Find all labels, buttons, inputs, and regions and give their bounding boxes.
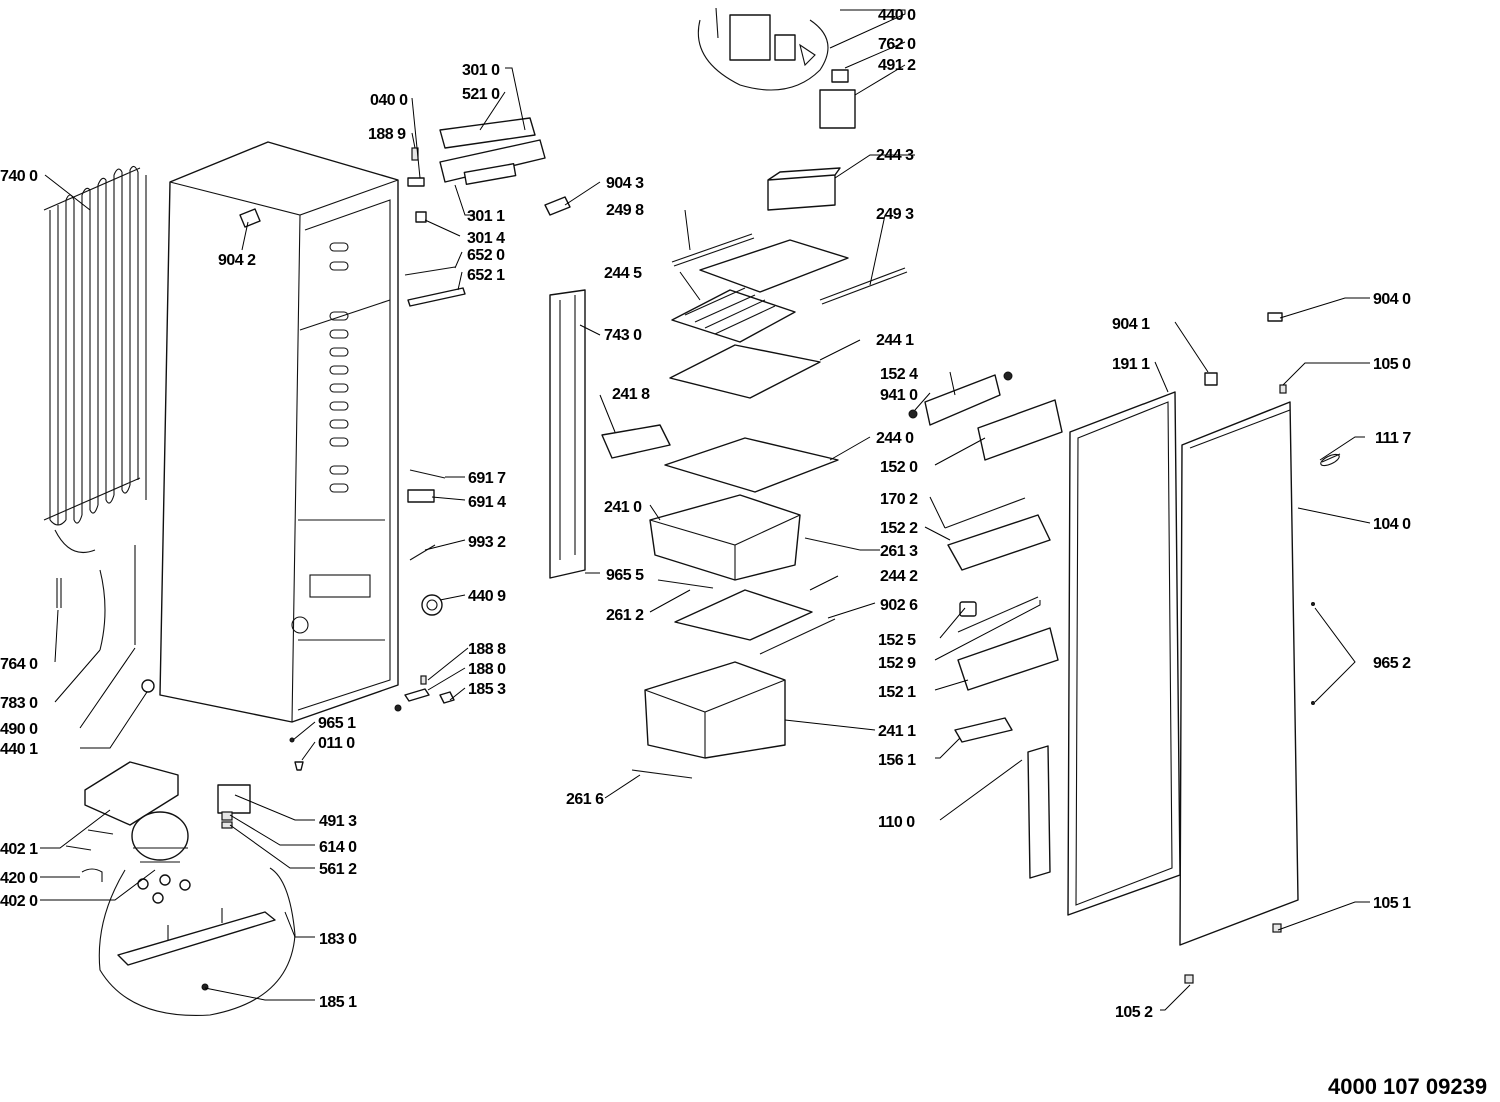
callout-420-0: 420 0 (0, 870, 38, 887)
callout-188-9: 188 9 (368, 126, 406, 143)
callout-183-0: 183 0 (319, 931, 357, 948)
callout-965-2: 965 2 (1373, 655, 1411, 672)
callout-249-3: 249 3 (876, 206, 914, 223)
callout-191-1: 191 1 (1112, 356, 1150, 373)
callout-691-7: 691 7 (468, 470, 506, 487)
callout-301-0: 301 0 (462, 62, 500, 79)
callout-156-1: 156 1 (878, 752, 916, 769)
callout-040-0: 040 0 (370, 92, 408, 109)
condenser-coil-part (43, 165, 147, 554)
callout-691-4: 691 4 (468, 494, 506, 511)
callout-941-0: 941 0 (880, 387, 918, 404)
callout-402-0: 402 0 (0, 893, 38, 910)
callout-241-1: 241 1 (878, 723, 916, 740)
callout-110-0: 110 0 (878, 814, 915, 831)
callout-965-1: 965 1 (318, 715, 356, 732)
shelves-part (664, 167, 908, 641)
callout-111-7: 111 7 (1375, 430, 1411, 447)
callout-965-5: 965 5 (606, 567, 644, 584)
callout-152-1: 152 1 (878, 684, 916, 701)
callout-440-0: 440 0 (878, 7, 916, 24)
callout-152-5: 152 5 (878, 632, 916, 649)
callout-241-0: 241 0 (604, 499, 642, 516)
callout-188-0: 188 0 (468, 661, 506, 678)
callout-105-0: 105 0 (1373, 356, 1411, 373)
door-balconies-part (908, 371, 1063, 743)
callout-440-1: 440 1 (0, 741, 38, 758)
small-parts-lower (56, 469, 455, 771)
callout-249-8: 249 8 (606, 202, 644, 219)
callout-440-9: 440 9 (468, 588, 506, 605)
cabinet-part (159, 141, 399, 723)
small-parts-upper (239, 147, 571, 307)
leader-lines (40, 9, 1371, 1011)
callout-241-8: 241 8 (612, 386, 650, 403)
callout-185-1: 185 1 (319, 994, 357, 1011)
drawers-part (601, 424, 861, 779)
handle-part (1027, 745, 1051, 879)
callout-labels: 440 0 762 0 491 2 301 0 521 0 040 0 188 … (0, 7, 1412, 1021)
callout-301-4: 301 4 (467, 230, 505, 247)
fan-assembly-part (697, 7, 856, 129)
callout-152-0: 152 0 (880, 459, 918, 476)
callout-743-0: 743 0 (604, 327, 642, 344)
callout-740-0: 740 0 (0, 168, 38, 185)
compressor-area-part (65, 761, 296, 1017)
callout-652-0: 652 0 (467, 247, 505, 264)
callout-261-6: 261 6 (566, 791, 604, 808)
side-rail-part (549, 289, 586, 579)
callout-301-1: 301 1 (467, 208, 505, 225)
callout-521-0: 521 0 (462, 86, 500, 103)
callout-904-2: 904 2 (218, 252, 256, 269)
callout-170-2: 170 2 (880, 491, 918, 508)
callout-762-0: 762 0 (878, 36, 916, 53)
callout-244-3: 244 3 (876, 147, 914, 164)
callout-904-1: 904 1 (1112, 316, 1150, 333)
callout-783-0: 783 0 (0, 695, 38, 712)
callout-261-2: 261 2 (606, 607, 644, 624)
callout-652-1: 652 1 (467, 267, 505, 284)
callout-614-0: 614 0 (319, 839, 357, 856)
callout-244-5: 244 5 (604, 265, 642, 282)
callout-902-6: 902 6 (880, 597, 918, 614)
callout-244-2: 244 2 (880, 568, 918, 585)
callout-764-0: 764 0 (0, 656, 38, 673)
callout-904-0: 904 0 (1373, 291, 1411, 308)
callout-104-0: 104 0 (1373, 516, 1411, 533)
callout-185-3: 185 3 (468, 681, 506, 698)
callout-491-2: 491 2 (878, 57, 916, 74)
callout-105-1: 105 1 (1373, 895, 1411, 912)
callout-105-2: 105 2 (1115, 1004, 1153, 1021)
callout-261-3: 261 3 (880, 543, 918, 560)
door-panel-part (1179, 401, 1341, 946)
callout-490-0: 490 0 (0, 721, 38, 738)
document-number: 4000 107 09239 (1328, 1074, 1487, 1099)
callout-011-0: 011 0 (318, 735, 355, 752)
callout-152-4: 152 4 (880, 366, 918, 383)
callout-152-2: 152 2 (880, 520, 918, 537)
callout-993-2: 993 2 (468, 534, 506, 551)
small-parts-right (1184, 312, 1315, 984)
callout-244-0: 244 0 (876, 430, 914, 447)
callout-244-1: 244 1 (876, 332, 914, 349)
callout-402-1: 402 1 (0, 841, 38, 858)
callout-188-8: 188 8 (468, 641, 506, 658)
callout-152-9: 152 9 (878, 655, 916, 672)
door-gasket-part (1067, 391, 1181, 916)
callout-491-3: 491 3 (319, 813, 357, 830)
control-panel-part (439, 117, 546, 185)
callout-561-2: 561 2 (319, 861, 357, 878)
callout-904-3: 904 3 (606, 175, 644, 192)
